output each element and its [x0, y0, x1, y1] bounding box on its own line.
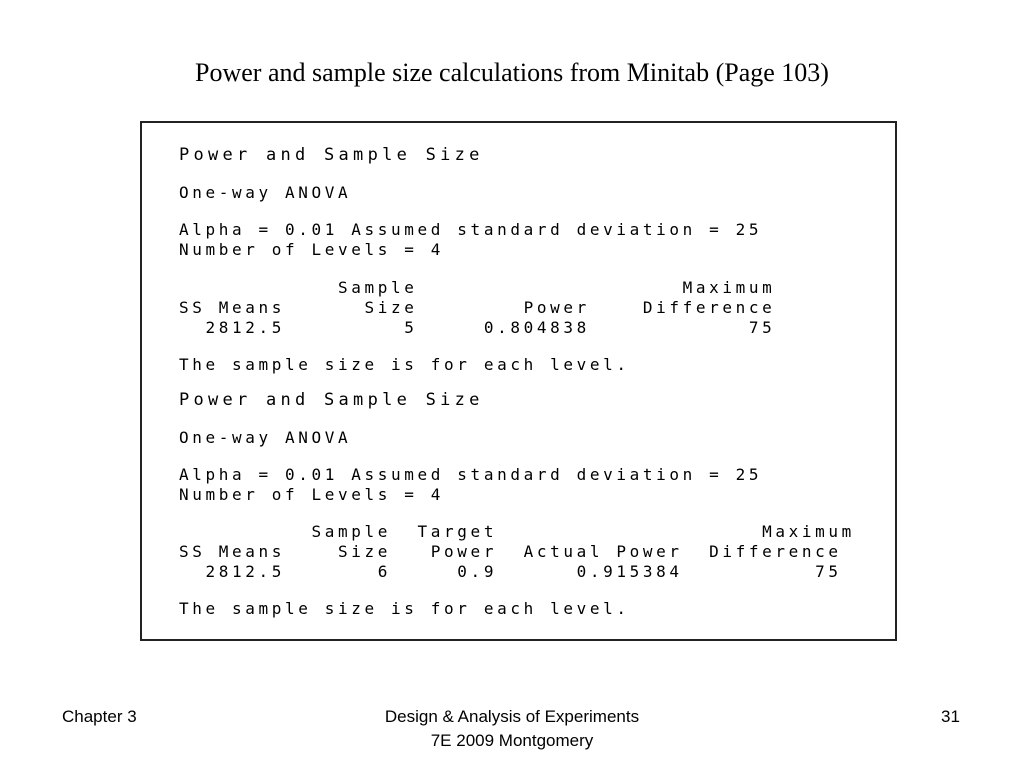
slide-title: Power and sample size calculations from …	[195, 58, 829, 87]
block2-heading: Power and Sample Size	[179, 390, 484, 410]
block1-params1: Alpha = 0.01 Assumed standard deviation …	[179, 220, 763, 239]
footer-chapter: Chapter 3	[62, 707, 137, 726]
minitab-output-box	[140, 121, 897, 641]
block2-table-header1: Sample Target Maximum	[179, 522, 855, 541]
block1-heading: Power and Sample Size	[179, 145, 484, 165]
block1-table-row: 2812.5 5 0.804838 75	[179, 318, 776, 337]
footer-book-edition: 7E 2009 Montgomery	[430, 731, 594, 750]
footer-page-number: 31	[941, 707, 960, 726]
block2-table-row: 2812.5 6 0.9 0.915384 75	[179, 562, 842, 581]
block2-table-header2: SS Means Size Power Actual Power Differe…	[179, 542, 842, 561]
block1-table-header2: SS Means Size Power Difference	[179, 298, 776, 317]
block2-test: One-way ANOVA	[179, 428, 352, 447]
block1-test: One-way ANOVA	[179, 183, 352, 202]
footer-book-title: Design & Analysis of Experiments	[384, 707, 640, 726]
block2-params1: Alpha = 0.01 Assumed standard deviation …	[179, 465, 763, 484]
block2-params2: Number of Levels = 4	[179, 485, 445, 504]
block2-note: The sample size is for each level.	[179, 599, 630, 618]
block1-table-header1: Sample Maximum	[179, 278, 776, 297]
block1-note: The sample size is for each level.	[179, 355, 630, 374]
block1-params2: Number of Levels = 4	[179, 240, 445, 259]
